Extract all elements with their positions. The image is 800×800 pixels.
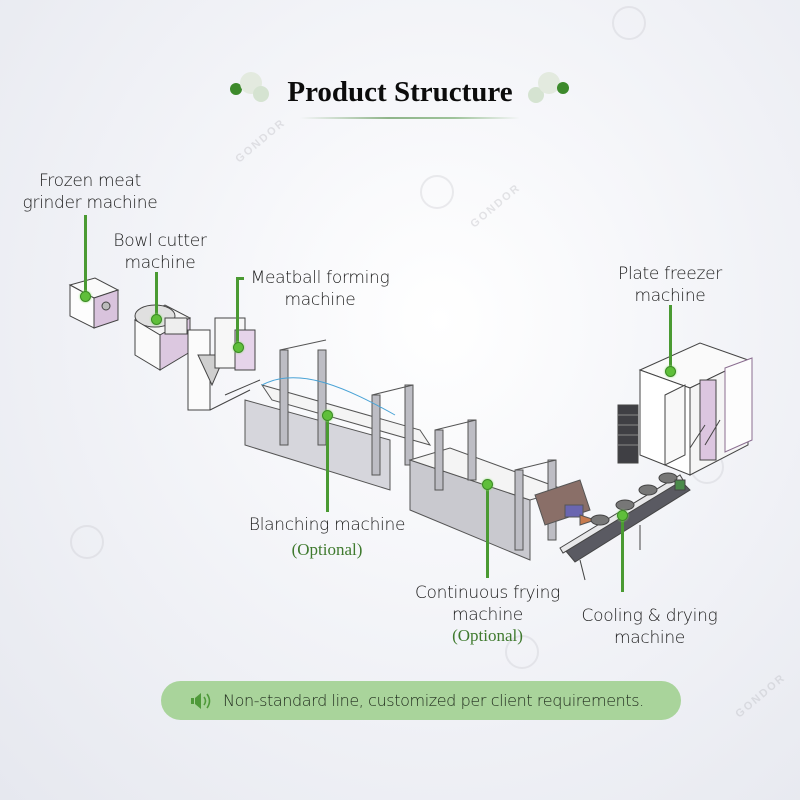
bowl-cutter-drawing — [133, 304, 192, 371]
decor-dot — [528, 87, 544, 103]
marker-dot-bowl-cutter — [151, 314, 162, 325]
watermark-logo — [612, 6, 646, 40]
decor-dot — [253, 86, 269, 102]
watermark-logo — [505, 635, 539, 669]
label-line: machine — [614, 628, 685, 648]
decor-dot — [557, 82, 569, 94]
label-line: machine — [124, 253, 196, 273]
label-frying: Continuous frying machine — [400, 582, 575, 626]
label-line: Bowl cutter — [113, 231, 207, 251]
label-bowl-cutter: Bowl cutter machine — [100, 230, 220, 274]
label-line: Cooling & drying — [581, 606, 718, 626]
label-line: Meatball forming — [250, 268, 390, 288]
note-text: Non-standard line, customized per client… — [223, 691, 644, 710]
label-line: Frozen meat — [39, 171, 141, 191]
label-line: machine — [284, 290, 356, 310]
label-cooling: Cooling & drying machine — [572, 605, 727, 649]
label-blanching: Blanching machine — [222, 514, 432, 536]
marker-dot-meatball — [233, 342, 244, 353]
leader-line-blanching — [326, 414, 329, 512]
label-line: grinder machine — [22, 193, 158, 213]
frying-machine-drawing — [408, 419, 597, 561]
marker-dot-grinder — [80, 291, 91, 302]
leader-line-frying — [486, 483, 489, 578]
leader-line-bowl-cutter — [155, 272, 158, 318]
label-line: machine — [452, 605, 523, 625]
meatball-forming-drawing — [187, 317, 261, 411]
optional-tag-frying: (Optional) — [452, 626, 523, 645]
marker-dot-cooling — [617, 510, 628, 521]
marker-dot-freezer — [665, 366, 676, 377]
label-plate-freezer: Plate freezer machine — [600, 263, 740, 307]
label-line: Blanching machine — [248, 515, 406, 535]
leader-line-meatball — [236, 277, 239, 345]
page-title: Product Structure — [287, 76, 513, 108]
leader-line-freezer — [669, 305, 672, 370]
blanching-machine-drawing — [244, 339, 432, 491]
title-underline — [300, 117, 520, 119]
decor-dot — [230, 83, 242, 95]
optional-tag-blanching: (Optional) — [291, 540, 363, 559]
watermark-logo — [420, 175, 454, 209]
label-line: Continuous frying — [414, 583, 561, 603]
marker-dot-frying — [482, 479, 493, 490]
label-grinder: Frozen meat grinder machine — [20, 170, 160, 214]
grinder-machine-drawing — [68, 277, 120, 329]
label-line: machine — [634, 286, 706, 306]
watermark-logo — [70, 525, 104, 559]
leader-line-grinder — [84, 215, 87, 295]
speaker-icon — [191, 692, 211, 709]
title-block: Product Structure — [0, 70, 800, 120]
leader-line-cooling — [621, 514, 624, 592]
label-line: Plate freezer — [618, 264, 722, 284]
note-banner: Non-standard line, customized per client… — [161, 681, 681, 720]
label-meatball-forming: Meatball forming machine — [244, 267, 396, 311]
leader-line-meatball-tick — [236, 277, 244, 280]
plate-freezer-drawing — [617, 342, 753, 476]
marker-dot-blanching — [322, 410, 333, 421]
decor-dot — [538, 72, 560, 94]
